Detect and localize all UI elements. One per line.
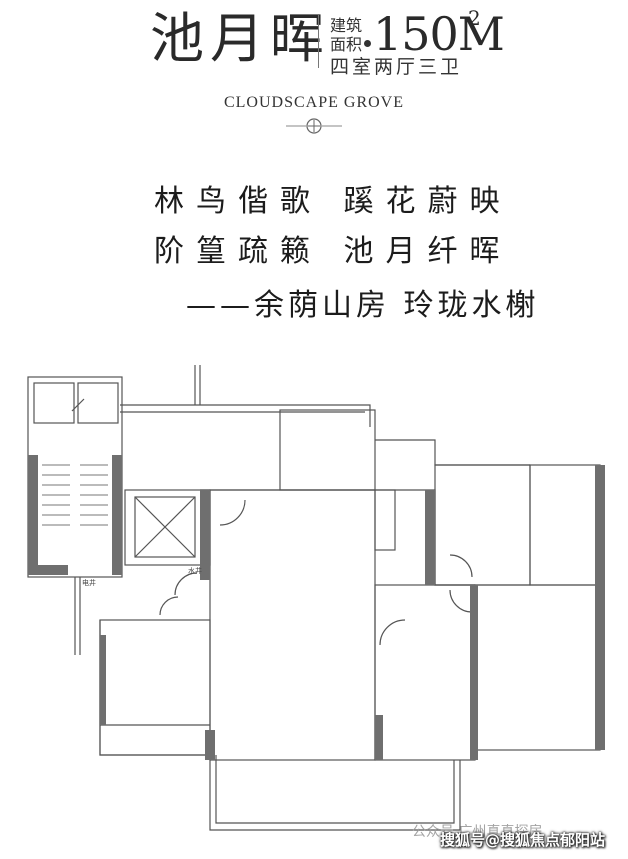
plan-label-water: 水井 (188, 566, 202, 575)
area-dot (364, 40, 371, 47)
brand-name: CLOUDSCAPE GROVE (223, 94, 404, 111)
area-value: 150M (373, 7, 505, 61)
area-unit-superscript: 2 (468, 6, 481, 30)
circle-cross-emblem-icon (286, 118, 342, 134)
poem-line-1: 林鸟偕歌 蹊花蔚映 (154, 184, 512, 219)
watermark-wechat: 公众号 广州真真探房 (412, 824, 543, 840)
project-title: 池月晖 (150, 7, 330, 70)
floor-plan: 水井 电井 (27, 365, 605, 831)
poem-line-3: ——余荫山房 玲珑水榭 (186, 288, 540, 323)
plan-label-electric: 电井 (82, 578, 96, 587)
poem-line-2: 阶篁疏籁 池月纤晖 (154, 234, 512, 269)
room-layout: 四室两厅三卫 (330, 56, 463, 78)
watermark-sohu: 搜狐号@搜狐焦点郁阳站 (440, 831, 606, 849)
header-divider (318, 14, 319, 68)
area-label: 建筑面积 (330, 16, 363, 54)
